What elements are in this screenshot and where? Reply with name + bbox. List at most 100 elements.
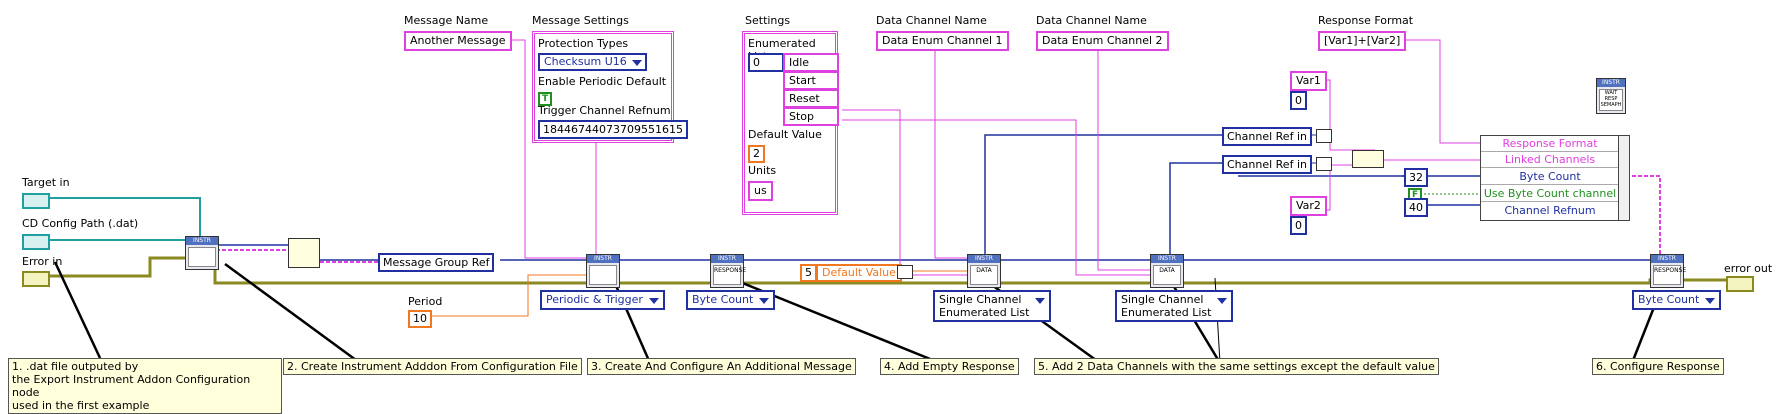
response-format-label: Response Format	[1318, 14, 1414, 27]
message-icon	[589, 265, 617, 285]
vi-header: INSTR	[1651, 255, 1683, 263]
bundler-row-linked-channels: Linked Channels	[1481, 152, 1619, 168]
default-value-5-constant[interactable]: 5	[800, 264, 817, 282]
single-channel-ring-2-line2: Enumerated List	[1121, 306, 1212, 319]
message-name-label: Message Name	[404, 14, 489, 27]
single-channel-ring-1-line2: Enumerated List	[939, 306, 1030, 319]
channel-1-name-constant[interactable]: Data Enum Channel 1	[876, 31, 1009, 51]
period-constant[interactable]: 10	[408, 310, 432, 328]
single-channel-ring-1[interactable]: Single Channel Enumerated List	[933, 290, 1052, 322]
units-label: Units	[748, 164, 777, 177]
wait-icon: WAIT RESP SEMAPH	[1599, 89, 1623, 111]
message-group-ref-indicator[interactable]: Message Group Ref	[378, 253, 495, 272]
chevron-down-icon	[759, 298, 770, 304]
wait-response-vi[interactable]: INSTR WAIT RESP SEMAPH	[1596, 78, 1626, 114]
configure-response-vi[interactable]: INSTR RESPONSE	[1650, 254, 1686, 288]
response-bundler[interactable]: Response Format Linked Channels Byte Cou…	[1480, 135, 1620, 221]
create-instrument-vi[interactable]: INSTR	[185, 236, 219, 270]
bundler-row-response-format: Response Format	[1481, 136, 1619, 152]
error-out-label: error out	[1724, 262, 1773, 275]
cd-config-path-control[interactable]	[22, 234, 50, 250]
note-3: 3. Create And Configure An Additional Me…	[587, 358, 856, 375]
unbundle-icon-1	[1316, 129, 1332, 143]
message-settings-cluster[interactable]: Protection Types Checksum U16 Enable Per…	[532, 31, 688, 143]
vi-header: INSTR	[587, 255, 619, 263]
index-value: 0	[753, 56, 760, 69]
trigger-refnum-value[interactable]: 18446744073709551615	[538, 120, 688, 139]
vi-header: INSTR	[968, 255, 1000, 263]
units-constant[interactable]: us	[748, 181, 773, 201]
data-channel-name-1-label: Data Channel Name	[876, 14, 987, 27]
settings-label: Settings	[745, 14, 791, 27]
note-4: 4. Add Empty Response	[880, 358, 1019, 375]
chevron-down-icon	[631, 60, 642, 66]
var2-value[interactable]: 0	[1290, 216, 1307, 235]
message-name-constant[interactable]: Another Message	[404, 31, 512, 51]
channel-ref-in-2-text: Channel Ref in	[1227, 158, 1307, 171]
enable-periodic-bool[interactable]: T	[538, 92, 553, 106]
data-icon: DATA	[1153, 265, 1181, 285]
enum-item-1[interactable]: Start	[783, 71, 839, 90]
bundler-row-byte-count: Byte Count	[1481, 169, 1619, 185]
bundler-row-channel-refnum: Channel Refnum	[1504, 204, 1596, 217]
add-data-channel-2-vi[interactable]: INSTR DATA	[1150, 254, 1184, 288]
error-out-indicator[interactable]	[1726, 276, 1754, 292]
vi-header: INSTR	[186, 237, 218, 245]
trigger-refnum-label: Trigger Channel Refnum	[538, 104, 671, 117]
channel-ref-in-1[interactable]: Channel Ref in	[1222, 127, 1312, 146]
response-format-constant[interactable]: [Var1]+[Var2]	[1318, 31, 1407, 51]
enum-item-0[interactable]: Idle	[783, 53, 839, 72]
message-group-ref-text: Message Group Ref	[383, 256, 490, 269]
enable-periodic-label: Enable Periodic Default	[538, 75, 667, 88]
var2-label-constant[interactable]: Var2	[1290, 196, 1327, 216]
default-value-label: Default Value	[748, 128, 822, 141]
single-channel-ring-2-line1: Single Channel	[1121, 293, 1204, 306]
enum-item-2[interactable]: Reset	[783, 89, 839, 108]
group-ref-builder-icon[interactable]	[288, 238, 320, 268]
response-icon: RESPONSE	[713, 265, 746, 285]
var1-label-constant[interactable]: Var1	[1290, 71, 1327, 91]
channel-2-name-constant[interactable]: Data Enum Channel 2	[1036, 31, 1169, 51]
settings-cluster[interactable]: Enumerated List 0 Idle Start Reset Stop …	[742, 31, 839, 215]
chevron-down-icon	[1705, 298, 1716, 304]
note-5: 5. Add 2 Data Channels with the same set…	[1034, 358, 1439, 375]
bundler-output-bar	[1618, 135, 1630, 221]
periodic-trigger-value: Periodic & Trigger	[546, 293, 643, 306]
protection-types-label: Protection Types	[538, 37, 629, 50]
channel-ref-in-1-text: Channel Ref in	[1227, 130, 1307, 143]
channel-refnum-constant[interactable]: 40	[1404, 198, 1428, 217]
byte-count-ring-2[interactable]: Byte Count	[1632, 290, 1722, 310]
enum-item-3[interactable]: Stop	[783, 107, 839, 126]
vi-header: INSTR	[1151, 255, 1183, 263]
error-in-label: Error in	[22, 255, 63, 268]
byte-count-ring-1[interactable]: Byte Count	[686, 290, 776, 310]
channel-ref-in-2[interactable]: Channel Ref in	[1222, 155, 1312, 174]
target-in-control[interactable]	[22, 193, 50, 209]
message-settings-label: Message Settings	[532, 14, 629, 27]
periodic-trigger-ring[interactable]: Periodic & Trigger	[540, 290, 665, 310]
period-label: Period	[408, 295, 443, 308]
default-value-element[interactable]: Default Value	[816, 264, 902, 282]
protection-types-value: Checksum U16	[544, 55, 627, 68]
add-message-vi[interactable]: INSTR	[586, 254, 620, 288]
note-1: 1. .dat file outputed by the Export Inst…	[8, 358, 282, 414]
add-data-channel-1-vi[interactable]: INSTR DATA	[967, 254, 1001, 288]
var1-value[interactable]: 0	[1290, 91, 1307, 110]
response-icon: RESPONSE	[1653, 265, 1686, 285]
target-in-label: Target in	[22, 176, 70, 189]
protection-types-ring[interactable]: Checksum U16	[538, 53, 647, 71]
single-channel-ring-2[interactable]: Single Channel Enumerated List	[1115, 290, 1234, 322]
byte-count-constant[interactable]: 32	[1404, 168, 1428, 187]
default-value-constant[interactable]: 2	[748, 145, 765, 163]
note-2: 2. Create Instrument Adddon From Configu…	[283, 358, 582, 375]
cd-config-path-label: CD Config Path (.dat)	[22, 217, 139, 230]
index-control[interactable]: 0	[748, 53, 784, 72]
error-in-control[interactable]	[22, 271, 50, 287]
note-6: 6. Configure Response	[1592, 358, 1724, 375]
byte-count-ring-1-value: Byte Count	[692, 293, 754, 306]
chevron-down-icon	[1035, 298, 1046, 304]
bundler-row-use-byte-count: Use Byte Count channel	[1481, 186, 1619, 202]
data-icon: DATA	[970, 265, 998, 285]
data-channel-name-2-label: Data Channel Name	[1036, 14, 1147, 27]
add-response-vi[interactable]: INSTR RESPONSE	[710, 254, 746, 288]
